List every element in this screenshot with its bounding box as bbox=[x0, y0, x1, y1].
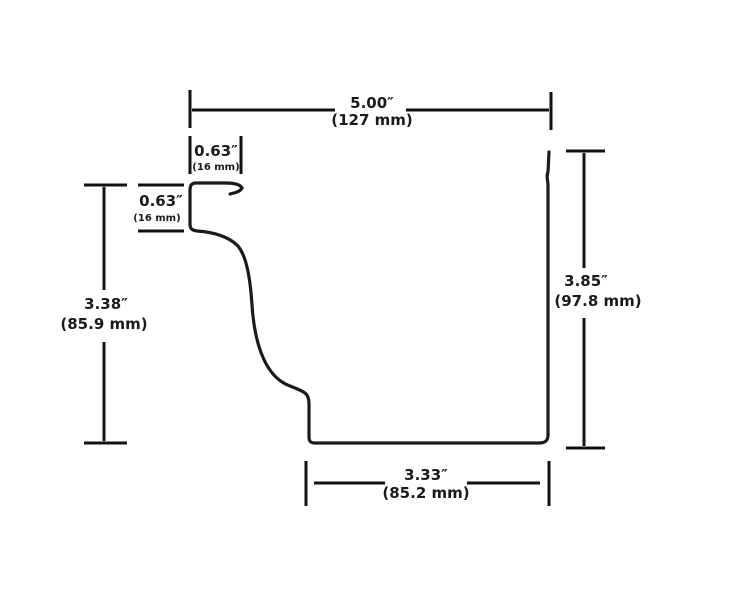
dimension-bottom-width: 3.33″ (85.2 mm) bbox=[304, 461, 551, 506]
front-height-mm: (85.9 mm) bbox=[60, 315, 147, 333]
lip-width-mm: (16 mm) bbox=[192, 162, 239, 173]
gutter-profile-outline bbox=[188, 150, 551, 445]
bottom-width-inches: 3.33″ bbox=[404, 466, 448, 484]
bottom-width-mm: (85.2 mm) bbox=[382, 484, 469, 502]
lip-height-mm: (16 mm) bbox=[133, 213, 180, 224]
dimension-front-height: 3.38″ (85.9 mm) bbox=[60, 183, 148, 445]
lip-width-inches: 0.63″ bbox=[194, 142, 238, 160]
gutter-front-lip-hook bbox=[228, 186, 244, 196]
dimension-lip-height: 0.63″ (16 mm) bbox=[133, 183, 184, 233]
front-height-inches: 3.38″ bbox=[84, 295, 128, 313]
top-width-mm: (127 mm) bbox=[331, 111, 413, 129]
back-height-mm: (97.8 mm) bbox=[554, 292, 641, 310]
lip-height-inches: 0.63″ bbox=[139, 192, 183, 210]
dimension-lip-width: 0.63″ (16 mm) bbox=[188, 136, 243, 174]
dimension-top-width: 5.00″ (127 mm) bbox=[188, 90, 553, 130]
back-height-inches: 3.85″ bbox=[564, 272, 608, 290]
top-width-inches: 5.00″ bbox=[350, 94, 394, 112]
dimension-back-height: 3.85″ (97.8 mm) bbox=[554, 149, 642, 450]
